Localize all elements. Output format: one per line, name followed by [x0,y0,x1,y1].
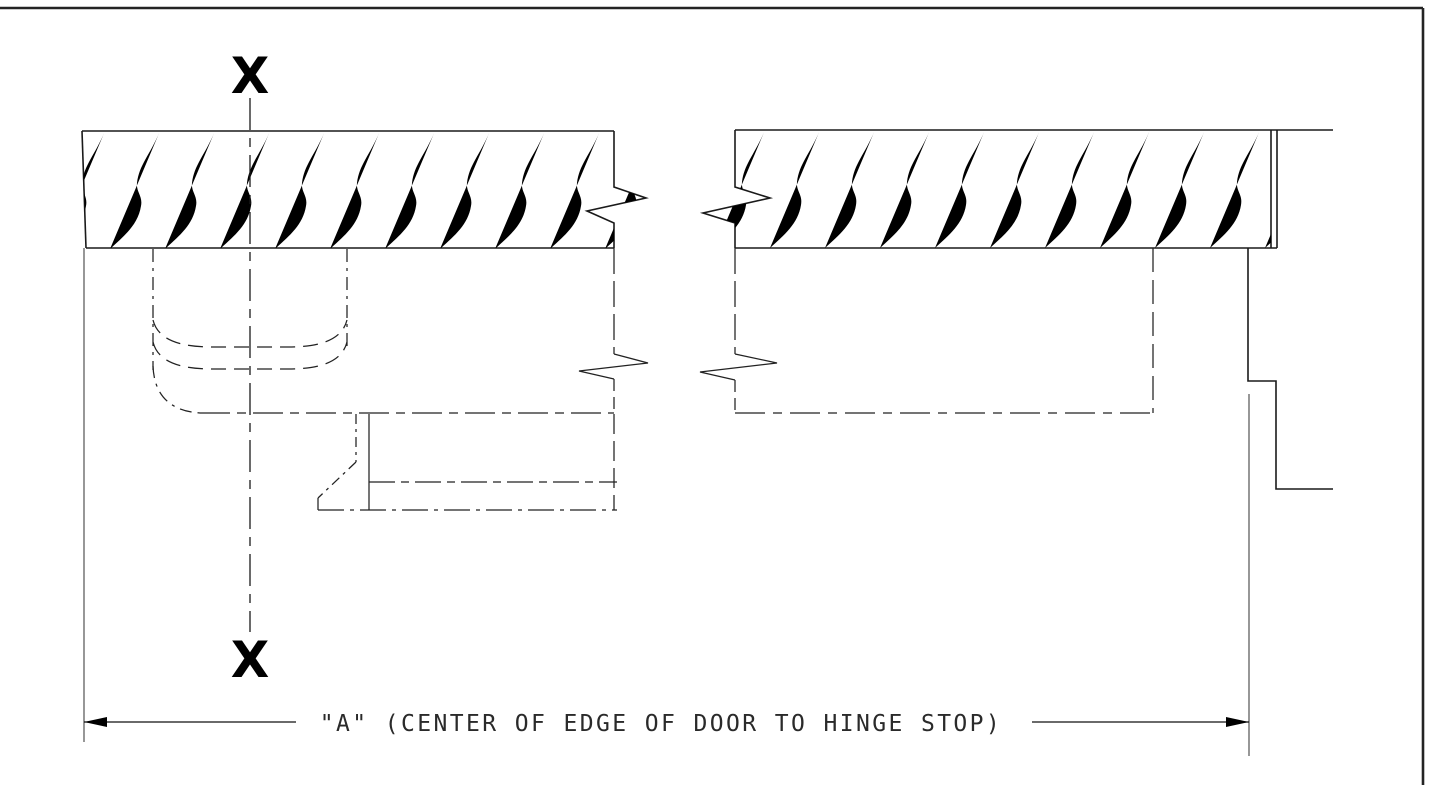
frame-jamb-section [699,129,1333,490]
hinge-stop-profile [1247,248,1333,490]
hidden-edge-lines [578,248,1154,414]
section-line-xx: X X [231,47,270,689]
dimension-a: "A" (CENTER OF EDGE OF DOOR TO HINGE STO… [83,248,1250,756]
door-wood-grain [82,131,646,248]
arrowhead-left [84,717,107,727]
jamb-wood-grain [703,130,1271,248]
break-symbol-right [699,353,778,381]
section-label-bottom: X [231,631,270,689]
door-break-line [584,131,649,248]
dimension-text: "A" (CENTER OF EDGE OF DOOR TO HINGE STO… [320,711,1002,737]
sheet-border [0,6,1425,785]
door-outline [81,130,649,249]
door-edge-section [81,130,649,249]
break-symbol-left [578,353,649,380]
section-label-top: X [231,47,270,105]
hinge-cup-hidden-outline [152,249,614,414]
arrowhead-right [1226,717,1249,727]
jamb-break-line [699,130,774,248]
hinge-plate-hidden-outline [317,414,617,511]
jamb-outline [699,129,1333,490]
